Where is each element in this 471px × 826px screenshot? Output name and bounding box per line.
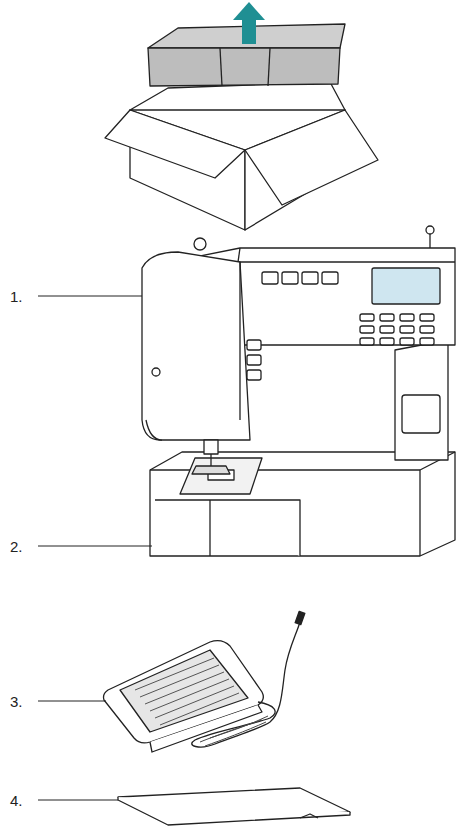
box-right-flap (245, 110, 378, 205)
foot-pedal (104, 611, 305, 752)
callout-number: 4. (8, 792, 25, 809)
sewing-machine (142, 226, 455, 556)
manual (118, 788, 350, 825)
leader-line (38, 296, 142, 297)
callout-number: 1. (8, 288, 25, 305)
box-left-flap (105, 110, 245, 178)
leader-line (38, 800, 118, 801)
callout-number: 2. (8, 538, 25, 555)
leader-line (38, 546, 152, 547)
leader-line (38, 701, 106, 702)
lift-arrow (233, 2, 265, 44)
leader-lines (38, 296, 152, 800)
callout-number: 3. (8, 693, 25, 710)
tape-edge (268, 48, 270, 86)
tape-edge (220, 48, 222, 86)
packed-block-front (148, 48, 340, 86)
